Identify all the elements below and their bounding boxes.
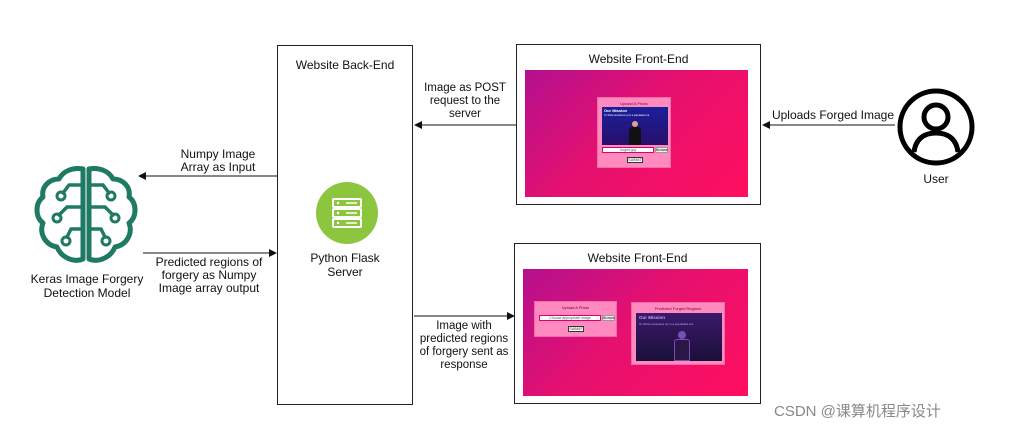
model-label: Keras Image Forgery Detection Model — [30, 272, 144, 300]
result-file-input[interactable]: Choose appropriate image — [539, 315, 601, 321]
regions-image: Our Mission To Show ourselves up in a po… — [636, 313, 722, 361]
frontend-top-title: Website Front-End — [588, 52, 689, 66]
regions-card: Predicted Forged Regions Our Mission To … — [631, 302, 725, 365]
frontend-bottom-box: Website Front-End Upload A Photo Choose … — [514, 243, 761, 404]
frontend-bottom-title: Website Front-End — [587, 251, 688, 265]
video-subline: To Show ourselves up in a populated era — [604, 114, 650, 117]
result-file-placeholder: Choose appropriate image — [549, 316, 591, 320]
user-icon — [896, 87, 976, 167]
submit-button[interactable]: SUBMIT — [627, 157, 643, 163]
backend-title: Website Back-End — [295, 58, 395, 72]
regions-headline: Our Mission — [639, 315, 666, 320]
result-submit-button[interactable]: SUBMIT — [568, 326, 584, 332]
result-upload-title: Upload A Photo — [561, 305, 590, 310]
regions-card-title: Predicted Forged Regions — [654, 306, 702, 311]
upload-card-title: Upload A Photo — [620, 101, 648, 106]
video-thumbnail: Our Mission To Show ourselves up in a po… — [602, 107, 668, 145]
file-input[interactable]: forged.jpg — [602, 147, 654, 153]
backend-box: Website Back-End Python Flask Server — [277, 45, 413, 405]
frontend-top-screenshot: Upload A Photo Our Mission To Show ourse… — [525, 70, 748, 197]
browse-button[interactable]: Browse — [655, 147, 668, 153]
brain-circuit-icon — [33, 163, 139, 267]
server-icon — [316, 182, 378, 244]
server-label: Python Flask Server — [310, 251, 380, 279]
user-label: User — [923, 172, 949, 186]
file-name: forged.jpg — [620, 148, 636, 152]
response-label: Image with predicted regions of forgery … — [419, 320, 509, 371]
result-browse-button[interactable]: Browse — [602, 315, 615, 321]
frontend-top-box: Website Front-End Upload A Photo Our Mis… — [516, 44, 761, 205]
upload-card: Upload A Photo Our Mission To Show ourse… — [597, 97, 671, 168]
video-headline: Our Mission — [604, 108, 628, 113]
numpy-in-label: Numpy Image Array as Input — [180, 147, 256, 174]
result-upload-card: Upload A Photo Choose appropriate image … — [534, 301, 617, 337]
predicted-out-label: Predicted regions of forgery as Numpy Im… — [155, 255, 263, 295]
post-label: Image as POST request to the server — [424, 82, 506, 120]
speaker-figure — [629, 121, 641, 145]
upload-label: Uploads Forged Image — [771, 108, 895, 122]
watermark: CSDN @课算机程序设计 — [774, 403, 941, 420]
regions-subline: To Show ourselves up in a populated era — [639, 322, 694, 326]
frontend-bottom-screenshot: Upload A Photo Choose appropriate image … — [523, 269, 748, 396]
forged-region-highlight — [674, 331, 690, 361]
